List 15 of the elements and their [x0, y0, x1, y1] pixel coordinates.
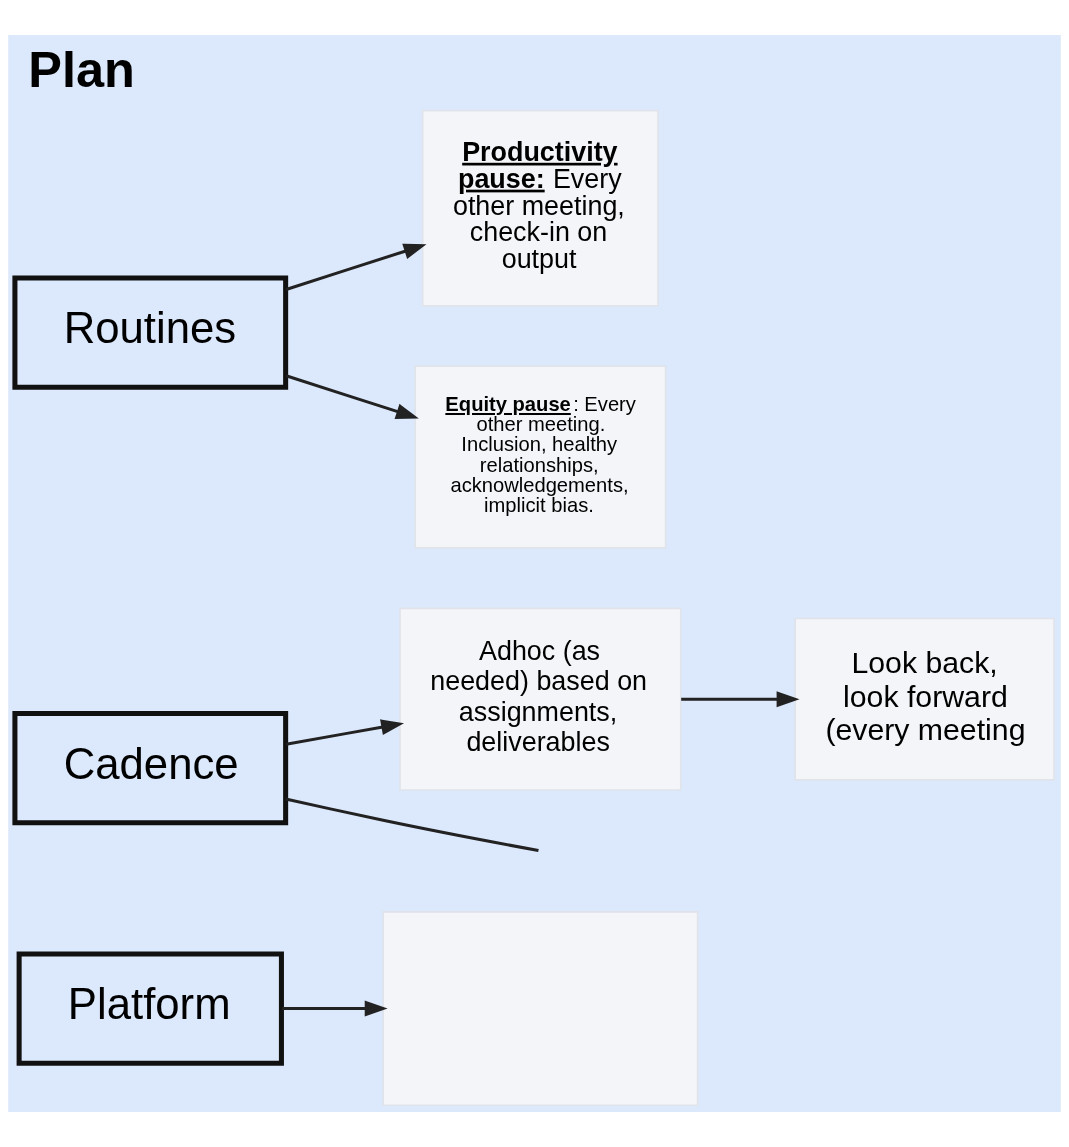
node-box: Adhoc (as needed) based on assignments, deliverables: [399, 607, 682, 791]
node-box: Cadence: [12, 710, 289, 826]
node-box: Look back, look forward (every meeting: [794, 617, 1055, 781]
node-box: [382, 911, 699, 1107]
arrow: [285, 719, 405, 746]
node-box: Routines: [12, 275, 289, 390]
diagram-title: Plan: [28, 41, 135, 99]
node-box: Equity pause: Every other meeting. Inclusion, healthy relationships, acknowledgements, implicit bias.: [414, 365, 667, 549]
arrow: [285, 243, 427, 291]
arrow: [681, 691, 800, 708]
node-box: Platform: [16, 951, 284, 1066]
arrow: [285, 374, 419, 420]
connector: [285, 797, 539, 852]
node-box: Productivity pause: Every other meeting, check-in on output: [421, 109, 659, 307]
arrow: [281, 1000, 388, 1017]
